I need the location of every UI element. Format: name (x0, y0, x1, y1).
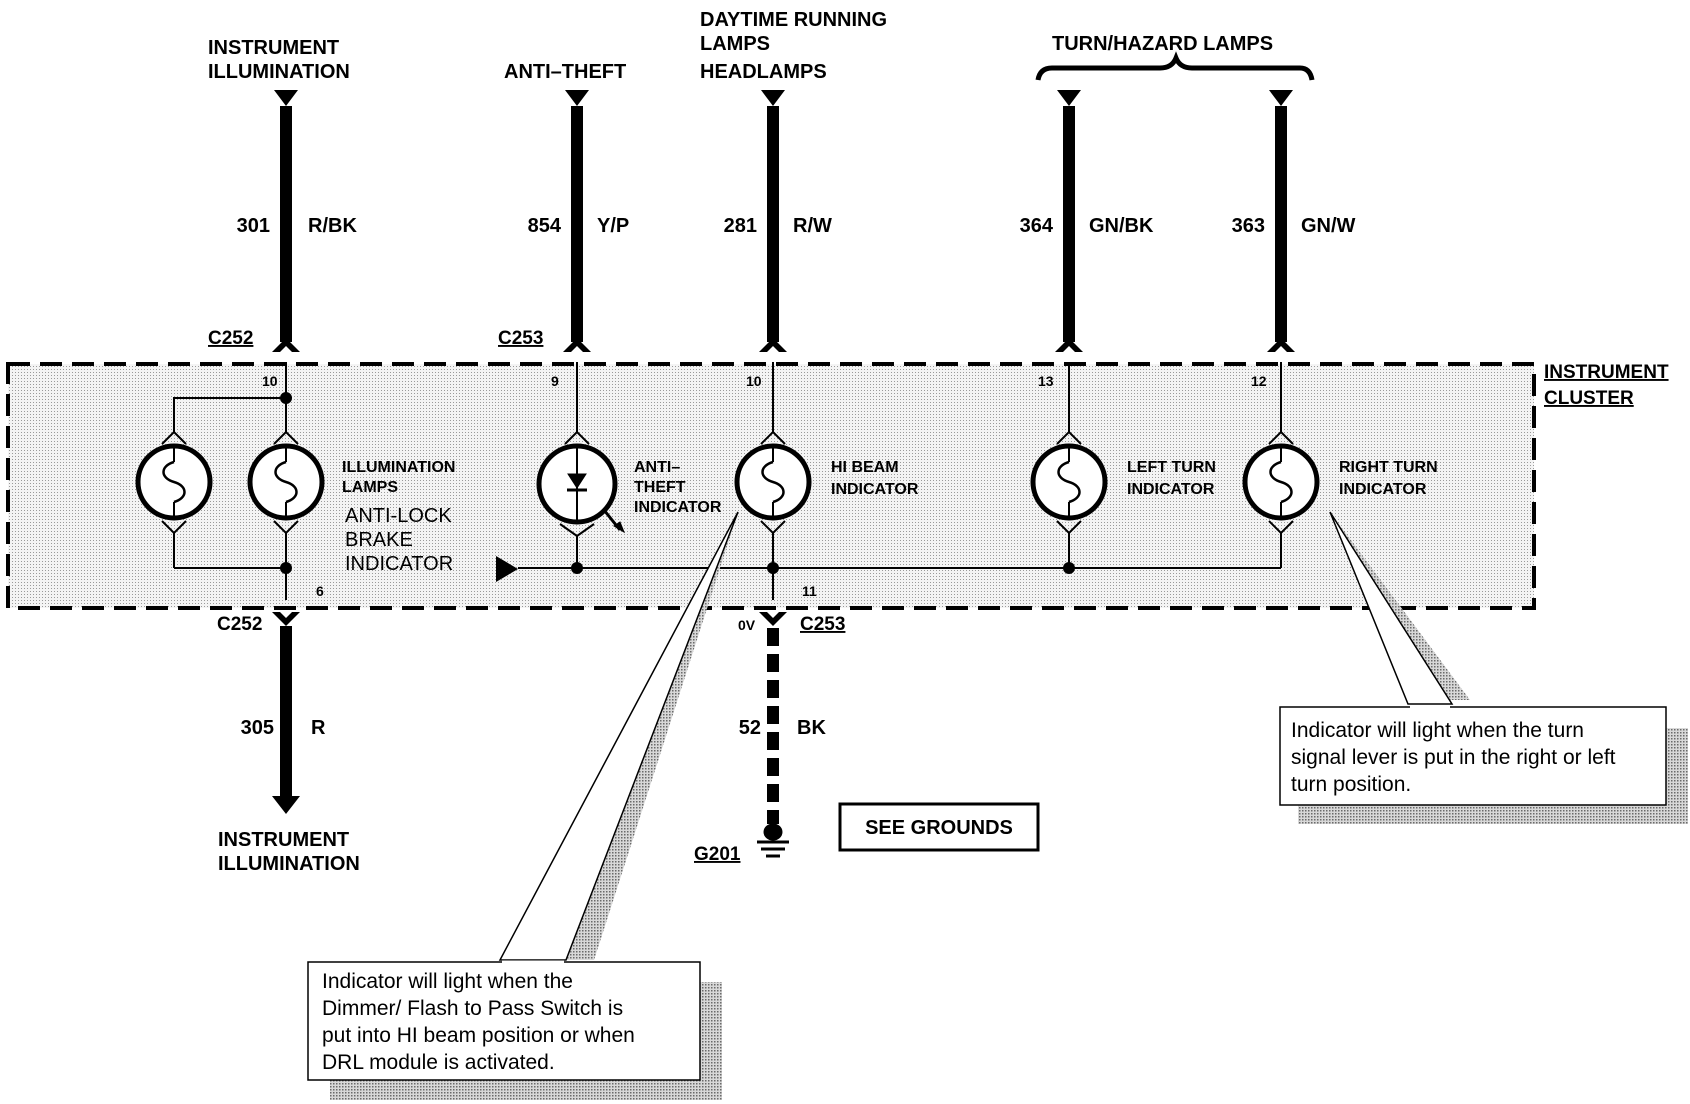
wire-52 (759, 612, 787, 824)
zero-volt-label: 0V (738, 617, 756, 633)
wire-364-color: GN/BK (1089, 215, 1154, 237)
left-turn-bulb-icon (1030, 430, 1108, 535)
right-turn-bulb-icon (1242, 430, 1320, 535)
ground-icon (757, 823, 789, 858)
pin-11: 11 (802, 583, 817, 599)
hi-beam-note-line-1: Indicator will light when the (322, 970, 573, 993)
see-grounds-label: SEE GROUNDS (865, 817, 1013, 839)
wire-281-color: R/W (793, 215, 832, 237)
right-turn-callout (1279, 511, 1688, 824)
wire-301-circuit: 301 (237, 215, 270, 237)
wire-854-circuit: 854 (528, 215, 562, 237)
anti-theft-led-icon (536, 430, 626, 538)
pin-13: 13 (1038, 373, 1054, 389)
pin-6: 6 (316, 583, 324, 599)
hi-beam-indicator-label-2: INDICATOR (831, 481, 919, 498)
pin-10-left: 10 (262, 373, 278, 389)
hi-beam-bulb-icon (734, 430, 812, 535)
right-turn-note-line-3: turn position. (1291, 773, 1411, 796)
header-instrument-illumination-1: INSTRUMENT (208, 37, 339, 59)
wire-363-color: GN/W (1301, 215, 1356, 237)
wire-305-circuit: 305 (241, 717, 274, 739)
instrument-cluster-label-2: CLUSTER (1544, 388, 1634, 409)
anti-lock-label-2: BRAKE (345, 529, 413, 551)
right-turn-indicator-label-1: RIGHT TURN (1339, 459, 1438, 476)
pin-9: 9 (551, 373, 559, 389)
anti-theft-indicator-label-2: THEFT (634, 479, 686, 496)
wire-363 (1267, 90, 1295, 352)
anti-theft-indicator-label-3: INDICATOR (634, 499, 722, 516)
hi-beam-callout (307, 511, 739, 1100)
header-daytime-running-3: HEADLAMPS (700, 61, 827, 83)
see-grounds-button[interactable]: SEE GROUNDS (838, 802, 1040, 852)
cluster-internal-wiring (173, 362, 1282, 600)
wire-301-color: R/BK (308, 215, 357, 237)
left-turn-indicator-label-1: LEFT TURN (1127, 459, 1216, 476)
footer-instrument-illumination-2: ILLUMINATION (218, 853, 360, 875)
wire-363-circuit: 363 (1232, 215, 1265, 237)
anti-lock-label-3: INDICATOR (345, 553, 453, 575)
illumination-bulb-icon (247, 430, 325, 535)
wire-364 (1055, 90, 1083, 352)
hi-beam-indicator-label-1: HI BEAM (831, 459, 899, 476)
hi-beam-note-line-4: DRL module is activated. (322, 1051, 555, 1074)
header-daytime-running-2: LAMPS (700, 33, 770, 55)
header-anti-theft: ANTI–THEFT (504, 61, 626, 83)
connector-c253-top: C253 (498, 328, 543, 349)
bus-ground-arrow-icon (496, 556, 518, 582)
connector-c252-bottom: C252 (217, 614, 262, 635)
right-turn-note-line-1: Indicator will light when the turn (1291, 719, 1584, 742)
wire-305-color: R (311, 717, 326, 739)
anti-lock-label-1: ANTI-LOCK (345, 505, 452, 527)
ground-g201-label: G201 (694, 844, 741, 865)
header-daytime-running-1: DAYTIME RUNNING (700, 9, 887, 31)
left-turn-indicator-label-2: INDICATOR (1127, 481, 1215, 498)
right-turn-note-line-2: signal lever is put in the right or left (1291, 746, 1616, 769)
wire-364-circuit: 364 (1020, 215, 1054, 237)
turn-hazard-brace (1035, 51, 1315, 81)
illumination-lamps-label-2: LAMPS (342, 479, 398, 496)
right-turn-indicator-label-2: INDICATOR (1339, 481, 1427, 498)
wire-854-color: Y/P (597, 215, 629, 237)
wire-281 (759, 90, 787, 352)
footer-instrument-illumination-1: INSTRUMENT (218, 829, 349, 851)
wire-301 (272, 90, 300, 352)
header-instrument-illumination-2: ILLUMINATION (208, 61, 350, 83)
pin-12: 12 (1251, 373, 1267, 389)
wire-281-circuit: 281 (724, 215, 757, 237)
connector-c252-top: C252 (208, 328, 253, 349)
hi-beam-note-line-2: Dimmer/ Flash to Pass Switch is (322, 997, 623, 1020)
header-turn-hazard: TURN/HAZARD LAMPS (1052, 33, 1273, 55)
hi-beam-note-line-3: put into HI beam position or when (322, 1024, 635, 1047)
connector-c253-bottom: C253 (800, 614, 845, 635)
instrument-cluster-label-1: INSTRUMENT (1544, 362, 1669, 383)
junction-dots (280, 392, 1075, 574)
wire-305 (272, 612, 300, 814)
wire-854 (563, 90, 591, 352)
pin-10-mid: 10 (746, 373, 762, 389)
anti-theft-indicator-label-1: ANTI– (634, 459, 680, 476)
illumination-lamps-label-1: ILLUMINATION (342, 459, 455, 476)
anti-lock-bulb-icon (135, 430, 213, 535)
wire-52-circuit: 52 (739, 717, 761, 739)
wire-52-color: BK (797, 717, 826, 739)
